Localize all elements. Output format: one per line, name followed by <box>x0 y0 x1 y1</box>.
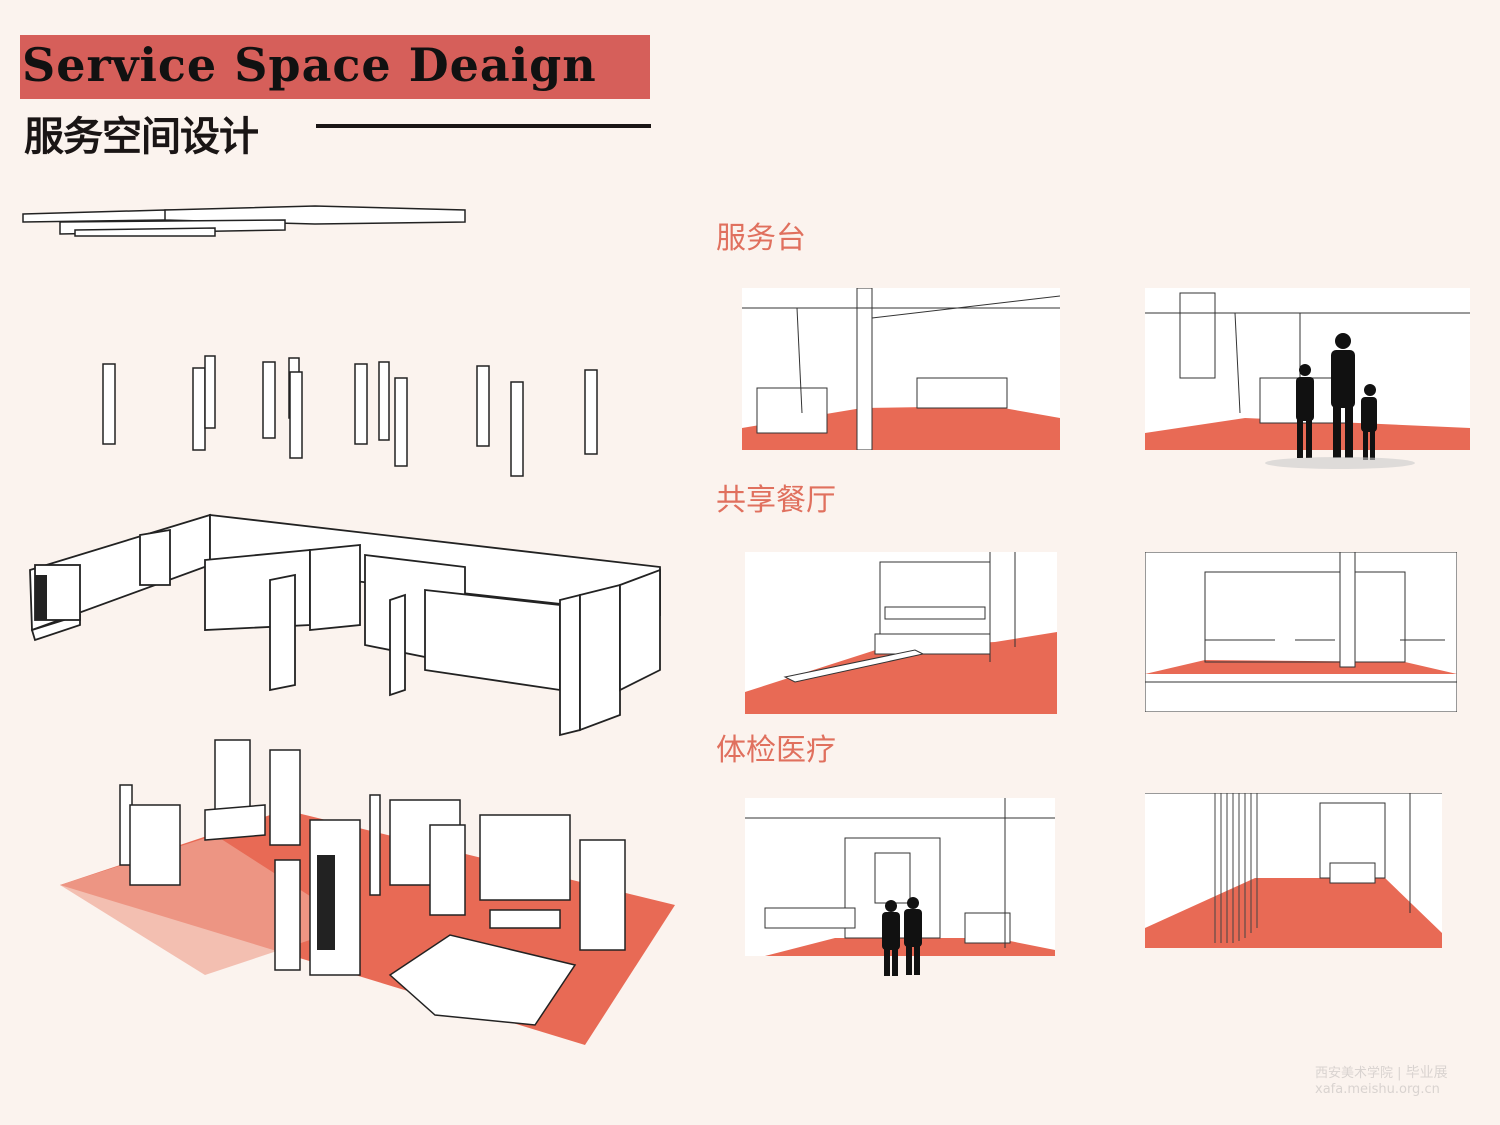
title-banner <box>20 35 650 99</box>
watermark-school: 西安美术学院 <box>1315 1066 1394 1081</box>
people-silhouette <box>882 897 922 976</box>
ceiling-layer-drawing <box>22 205 466 237</box>
page-title-chinese: 服务空间设计 <box>24 114 259 160</box>
render-dining-1 <box>745 552 1057 714</box>
columns-layer-drawing <box>102 355 598 477</box>
section-label-medical-checkup: 体检医疗 <box>716 733 836 768</box>
floor-plan-drawing <box>60 739 675 1045</box>
watermark: 西安美术学院 | 毕业展 xafa.meishu.org.cn <box>1315 1065 1448 1097</box>
render-medical-1 <box>745 798 1055 976</box>
page-title-english: Service Space Deaign <box>22 38 597 92</box>
title-divider <box>316 124 651 128</box>
people-silhouette <box>1296 333 1377 460</box>
render-dining-2 <box>1145 552 1457 712</box>
render-medical-2 <box>1145 793 1442 948</box>
walls-layer-drawing <box>29 513 661 737</box>
watermark-event: 毕业展 <box>1405 1065 1448 1081</box>
section-label-service-desk: 服务台 <box>716 221 806 256</box>
render-service-desk-2 <box>1145 288 1470 469</box>
render-service-desk-1 <box>742 288 1060 450</box>
watermark-url: xafa.meishu.org.cn <box>1315 1082 1440 1097</box>
section-label-shared-dining: 共享餐厅 <box>716 483 836 518</box>
